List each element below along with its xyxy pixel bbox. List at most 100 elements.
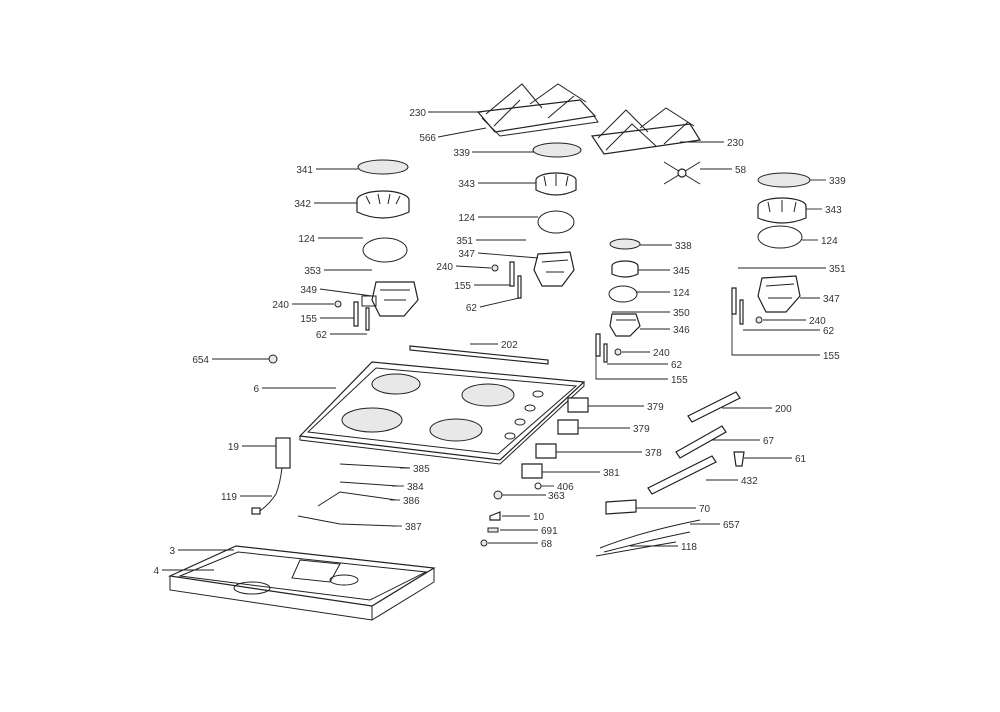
callout-62-d: 62	[823, 326, 835, 337]
callout-68: 68	[541, 539, 553, 550]
clamp-ring-small	[608, 285, 638, 303]
gas-valves	[521, 397, 589, 479]
callout-4: 4	[153, 566, 159, 577]
callout-67: 67	[763, 436, 775, 447]
callout-347-right: 347	[823, 294, 840, 305]
callout-62-c: 62	[671, 360, 683, 371]
burner-cap-mid	[532, 142, 582, 158]
gas-pipes	[297, 463, 411, 527]
callout-339-top: 339	[453, 148, 470, 159]
callout-70: 70	[699, 504, 711, 515]
burner-crown-small	[611, 260, 639, 278]
callout-200: 200	[775, 404, 792, 415]
nuts	[268, 264, 763, 364]
callout-384: 384	[407, 482, 424, 493]
burner-body-right	[757, 275, 801, 313]
small-pan-adapter	[663, 161, 701, 185]
callout-202: 202	[501, 340, 518, 351]
callout-240-b: 240	[436, 262, 453, 273]
callout-62-a: 62	[316, 330, 328, 341]
callout-347-mid: 347	[458, 249, 475, 260]
bottom-casing	[167, 545, 436, 621]
callout-349: 349	[300, 285, 317, 296]
clamp-ring-left	[362, 237, 408, 263]
burner-body-small	[609, 313, 641, 337]
callout-6: 6	[253, 384, 259, 395]
callout-386: 386	[403, 496, 420, 507]
trim-strip	[409, 345, 549, 365]
callout-341: 341	[296, 165, 313, 176]
bracket-432	[647, 455, 717, 495]
callout-406: 406	[557, 482, 574, 493]
clamp-ring-mid	[537, 210, 575, 234]
callout-19: 19	[228, 442, 240, 453]
inlet-connector-61	[733, 451, 745, 467]
burner-cap-right	[757, 172, 811, 188]
callout-350: 350	[673, 308, 690, 319]
ignition-generator	[251, 437, 291, 515]
burner-cap-small	[609, 238, 641, 250]
callout-353: 353	[304, 266, 321, 277]
small-fittings	[480, 482, 542, 547]
callout-118: 118	[681, 542, 697, 553]
callout-155-b: 155	[454, 281, 471, 292]
ignition-cables	[595, 519, 701, 557]
callout-342: 342	[294, 199, 311, 210]
burner-body-mid	[533, 251, 575, 287]
clamp-ring-right	[757, 225, 803, 249]
callout-240-c: 240	[653, 348, 670, 359]
leader-lines	[162, 111, 826, 571]
gas-rail-200	[687, 391, 741, 423]
callout-155-d: 155	[823, 351, 840, 362]
pan-support-left	[476, 83, 599, 137]
pan-support-right	[590, 107, 701, 155]
callout-363: 363	[548, 491, 565, 502]
burner-cap-large-left	[357, 159, 409, 175]
callout-345: 345	[673, 266, 690, 277]
gas-pipe-67	[675, 425, 727, 459]
callout-10: 10	[533, 512, 545, 523]
callout-381: 381	[603, 468, 620, 479]
callout-379-a: 379	[647, 402, 664, 413]
callout-343-right: 343	[825, 205, 842, 216]
callout-339-right: 339	[829, 176, 846, 187]
callout-230-left: 230	[409, 108, 426, 119]
callout-labels: 230 566 230 58 339 339 338 341 342 343 3…	[153, 108, 846, 577]
callout-351-right: 351	[829, 264, 846, 275]
callout-124-left: 124	[298, 234, 315, 245]
burner-crown-left	[356, 190, 410, 219]
callout-691: 691	[541, 526, 558, 537]
callout-62-b: 62	[466, 303, 478, 314]
callout-346: 346	[673, 325, 690, 336]
callout-351-mid: 351	[456, 236, 473, 247]
callout-230-right: 230	[727, 138, 744, 149]
callout-654: 654	[192, 355, 209, 366]
hob-top-plate	[298, 361, 586, 465]
burner-crown-right	[757, 197, 807, 224]
callout-338: 338	[675, 241, 692, 252]
callout-432: 432	[741, 476, 758, 487]
callout-119: 119	[221, 492, 237, 503]
callout-387: 387	[405, 522, 422, 533]
callout-124-mid: 124	[458, 213, 475, 224]
callout-379-b: 379	[633, 424, 650, 435]
callout-240-d: 240	[809, 316, 826, 327]
callout-240-a: 240	[272, 300, 289, 311]
callout-58: 58	[735, 165, 747, 176]
callout-566: 566	[419, 133, 436, 144]
callout-155-a: 155	[300, 314, 317, 325]
callout-155-c: 155	[671, 375, 688, 386]
callout-124-small: 124	[673, 288, 690, 299]
callout-61: 61	[795, 454, 807, 465]
bracket-70	[605, 499, 637, 515]
callout-343-mid: 343	[458, 179, 475, 190]
callout-378: 378	[645, 448, 662, 459]
burner-crown-mid	[535, 172, 577, 196]
callout-385: 385	[413, 464, 430, 475]
callout-124-right: 124	[821, 236, 838, 247]
spark-electrodes	[353, 261, 744, 363]
callout-657: 657	[723, 520, 740, 531]
callout-3: 3	[169, 546, 175, 557]
